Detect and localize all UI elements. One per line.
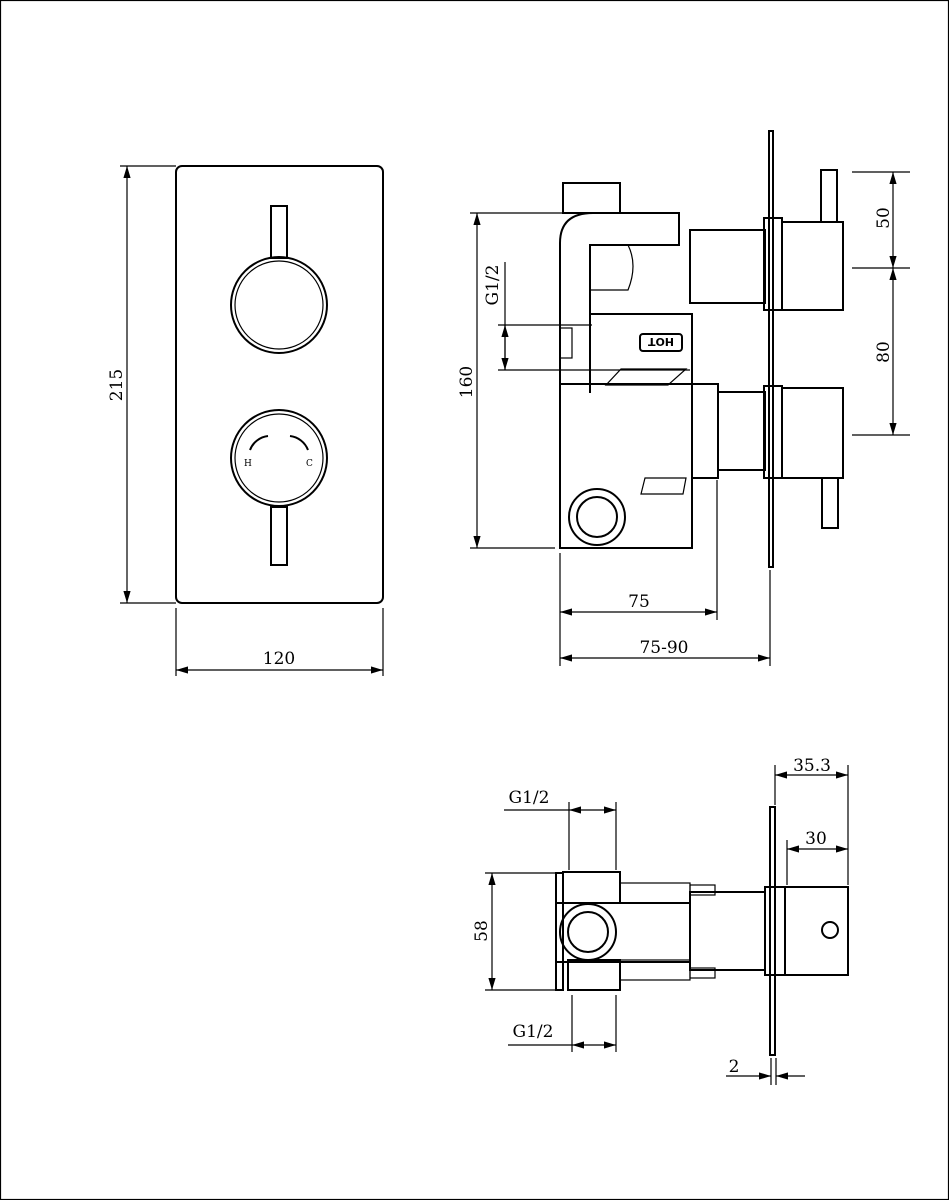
dim-80: 80 [874,341,894,363]
outlet-port [568,488,626,546]
top-view [555,806,849,1056]
dim-50: 50 [874,207,894,229]
side-dimensions: 160 G1/2 50 80 75 75-90 [457,171,910,666]
upper-handle [781,221,844,311]
dim-g12-side: G1/2 [483,265,503,306]
upper-lever-side [820,169,838,223]
valve-body [559,383,693,549]
dim-75: 75 [628,592,650,612]
upper-lever [270,205,288,259]
cover-plate [175,165,384,604]
valve-body-top [555,902,691,963]
dim-30: 30 [805,829,827,849]
wall-plate [768,130,774,568]
wall-plate-top [769,806,776,1056]
cold-label: C [306,459,313,469]
dim-2: 2 [729,1057,740,1077]
dim-120: 120 [263,649,295,669]
upper-knob [230,256,328,354]
hot-marking: HOT [647,335,674,348]
lower-handle [781,387,844,479]
port-top [559,903,617,961]
dim-215: 215 [107,369,127,401]
dim-160: 160 [457,366,477,398]
cartridge-top [689,891,766,971]
dim-75-90: 75-90 [639,638,688,658]
dim-g12-top: G1/2 [509,788,550,808]
hot-arc [249,435,269,451]
cold-arc [289,435,309,451]
dim-g12-bottom: G1/2 [513,1022,554,1042]
upper-cartridge [689,229,766,304]
elbow-pipe [559,212,680,393]
side-view: HOT [559,130,844,568]
hot-label: H [244,459,252,469]
lower-lever-side [821,477,839,529]
lower-cartridge [717,391,766,471]
dim-58: 58 [472,920,492,942]
dim-35-3: 35.3 [793,756,831,776]
front-view: H C [175,165,384,604]
top-dimensions: 58 G1/2 G1/2 35.3 30 2 [472,756,849,1085]
thermostat-knob [230,409,328,507]
handle-top [784,886,849,976]
lower-lever [270,506,288,566]
front-dimensions: 215 120 [107,165,384,676]
